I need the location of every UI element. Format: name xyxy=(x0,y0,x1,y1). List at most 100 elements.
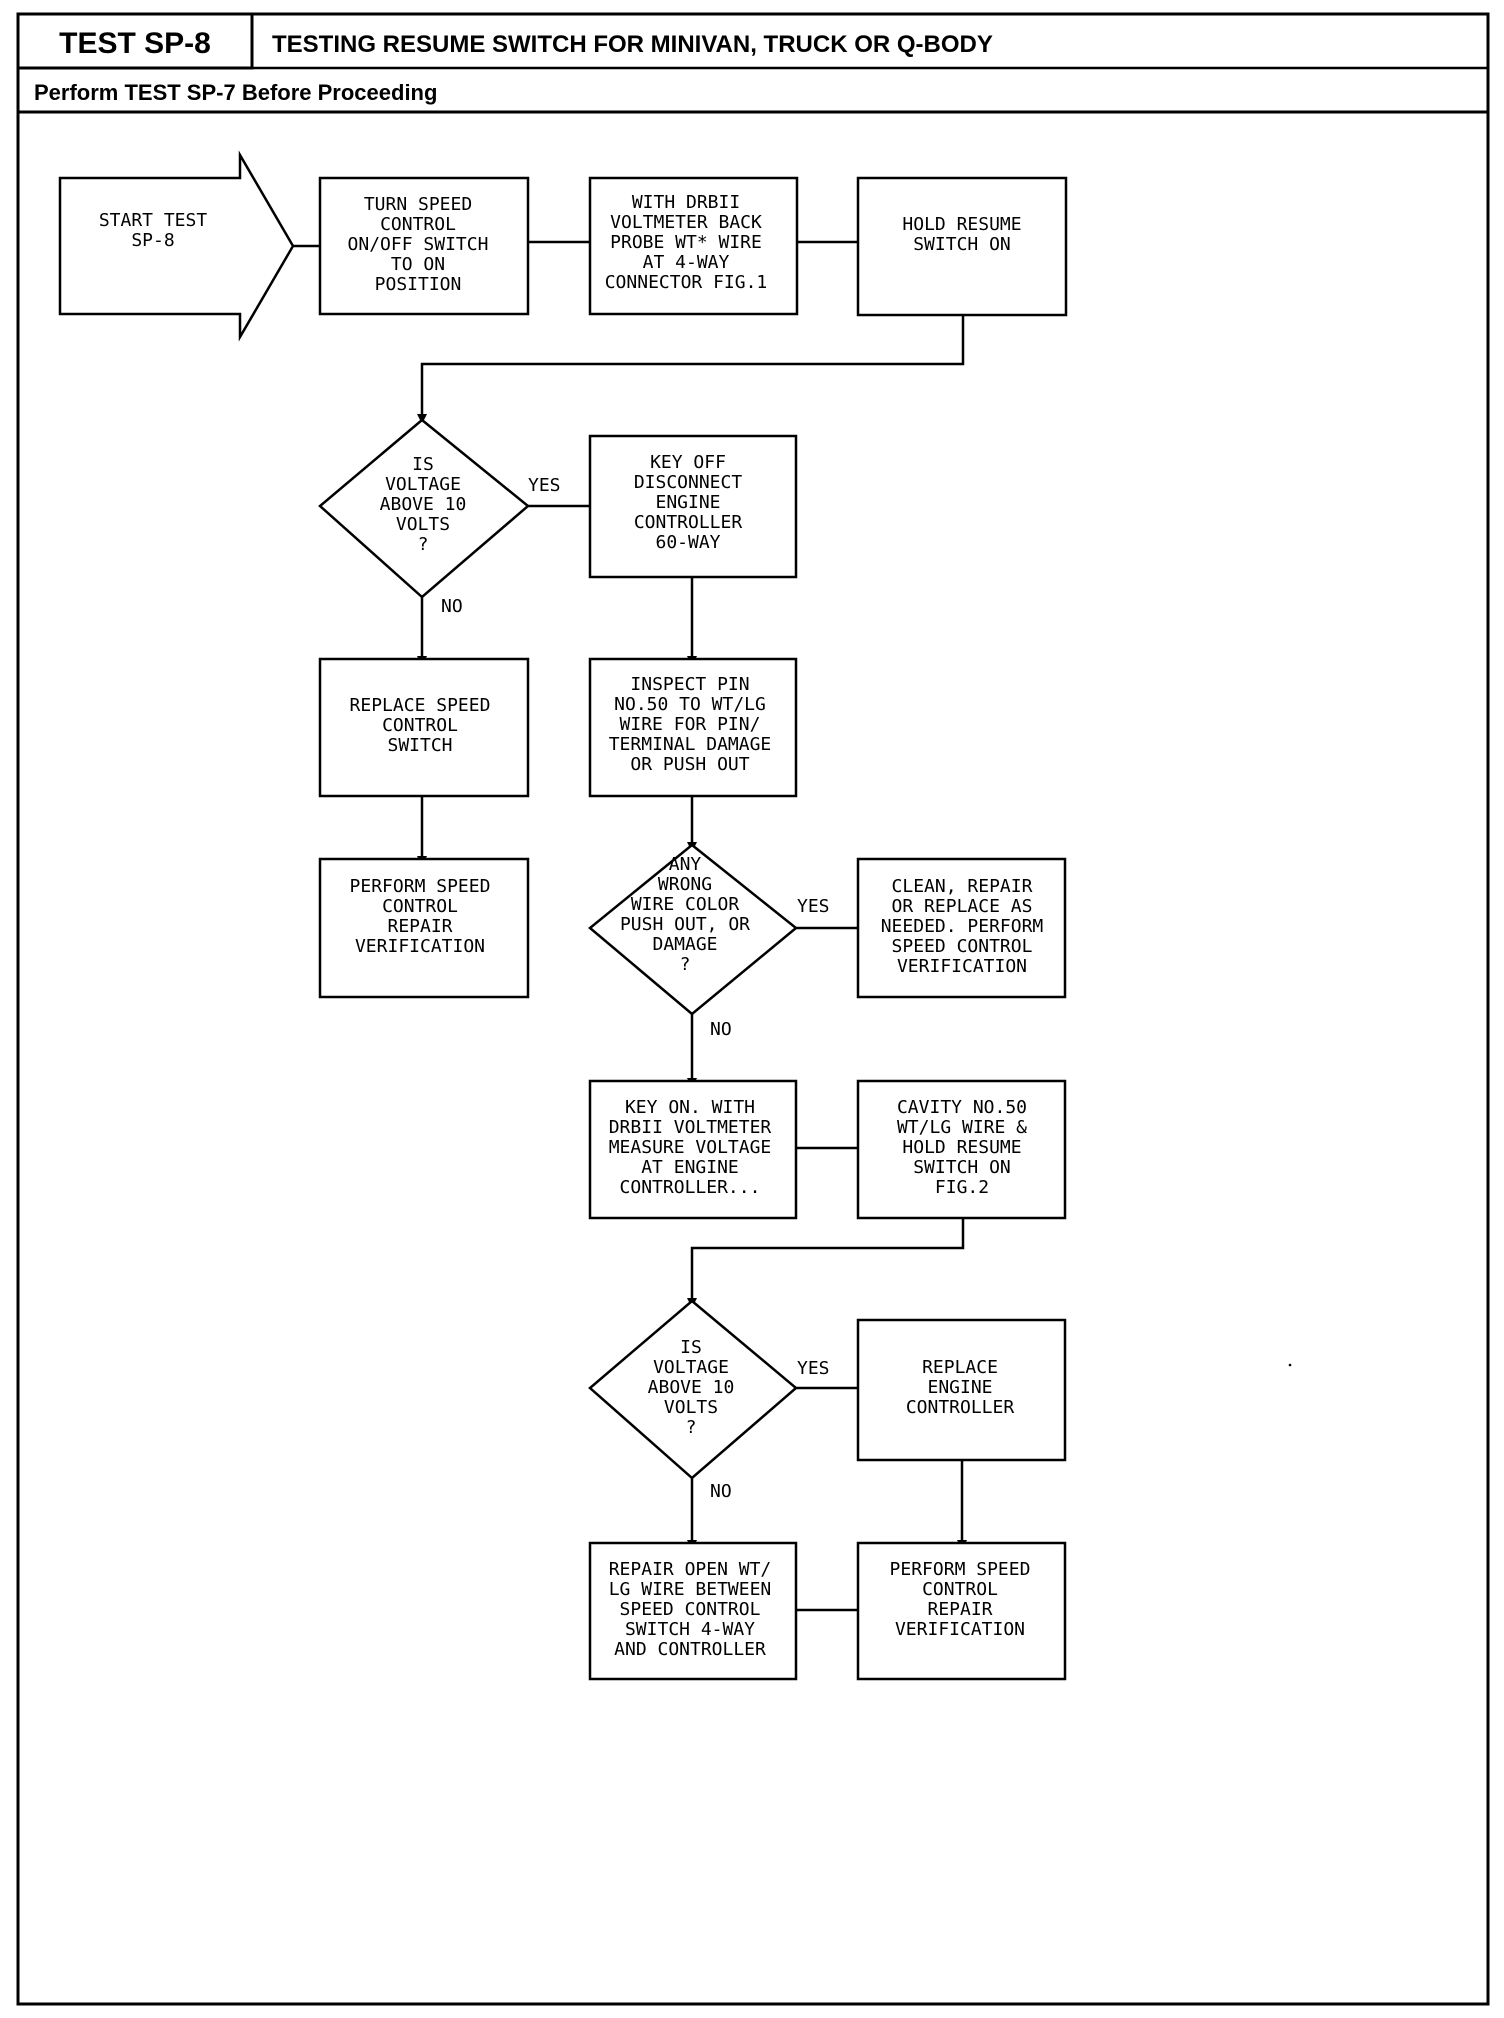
no-label-2: NO xyxy=(710,1019,732,1040)
label-line: ON/OFF SWITCH xyxy=(348,234,489,255)
label-line: INSPECT PIN xyxy=(630,674,749,695)
label-line: AT 4-WAY xyxy=(643,252,730,273)
stray-dot xyxy=(1288,1363,1292,1367)
label-line: IS xyxy=(412,454,434,475)
label-line: ENGINE xyxy=(655,492,720,513)
label-line: DISCONNECT xyxy=(634,472,743,493)
wire-decision-diamond xyxy=(588,843,798,1016)
hold-resume-box xyxy=(856,176,1068,317)
label-line: VERIFICATION xyxy=(355,936,485,957)
inspect-pin-box xyxy=(588,657,798,798)
label-line: WITH DRBII xyxy=(632,192,740,213)
label-line: SPEED CONTROL xyxy=(892,936,1033,957)
label-line: CONTROL xyxy=(380,214,456,235)
no-label-1: NO xyxy=(441,596,463,617)
label-line: PROBE WT* WIRE xyxy=(610,232,762,253)
label-line: VOLTS xyxy=(664,1397,718,1418)
label-line: NEEDED. PERFORM xyxy=(881,916,1044,937)
label-line: ABOVE 10 xyxy=(380,494,467,515)
label-line: WIRE COLOR xyxy=(631,894,740,915)
key-off-disconnect-box xyxy=(588,434,798,579)
turn-speed-control-box xyxy=(318,176,530,316)
label-line: DAMAGE xyxy=(652,934,717,955)
voltage-decision-2-diamond xyxy=(588,1299,798,1480)
label-line: SWITCH ON xyxy=(913,234,1011,255)
key-on-measure-box xyxy=(588,1079,798,1220)
replace-switch-box xyxy=(318,657,530,798)
label-line: CAVITY NO.50 xyxy=(897,1097,1027,1118)
yes-label-3: YES xyxy=(797,1358,830,1379)
label-line: POSITION xyxy=(375,274,462,295)
repair-open-wire-box xyxy=(588,1541,798,1681)
label-line: HOLD RESUME xyxy=(902,214,1021,235)
label-line: ? xyxy=(680,954,691,975)
label-line: CONTROL xyxy=(382,896,458,917)
label-line: NO.50 TO WT/LG xyxy=(614,694,766,715)
test-id: TEST SP-8 xyxy=(59,27,211,60)
label-line: AND CONTROLLER xyxy=(614,1639,766,1660)
label-line: OR REPLACE AS xyxy=(892,896,1033,917)
drbii-backprobe-box xyxy=(588,176,799,316)
label-line: VERIFICATION xyxy=(895,1619,1025,1640)
label-line: VOLTAGE xyxy=(653,1357,729,1378)
label-line: LG WIRE BETWEEN xyxy=(609,1579,772,1600)
label-line: CLEAN, REPAIR xyxy=(892,876,1033,897)
replace-controller-box xyxy=(856,1318,1067,1462)
label-line: KEY OFF xyxy=(650,452,726,473)
label-line: ? xyxy=(686,1417,697,1438)
clean-repair-box xyxy=(856,857,1067,999)
label-line: TERMINAL DAMAGE xyxy=(609,734,772,755)
label-line: REPLACE SPEED xyxy=(350,695,491,716)
connector-lines xyxy=(293,240,965,1612)
prerequisite-note: Perform TEST SP-7 Before Proceeding xyxy=(34,80,437,105)
label-line: ANY xyxy=(669,854,702,875)
label-line: REPLACE xyxy=(922,1357,998,1378)
label-line: PERFORM SPEED xyxy=(350,876,491,897)
label-line: CONTROLLER xyxy=(634,512,743,533)
label-line: ENGINE xyxy=(927,1377,992,1398)
label-line: CONNECTOR FIG.1 xyxy=(605,272,768,293)
label-line: VOLTS xyxy=(396,514,450,535)
label-line: CONTROLLER... xyxy=(620,1177,761,1198)
label-line: WRONG xyxy=(658,874,712,895)
no-label-3: NO xyxy=(710,1481,732,1502)
label-line: TO ON xyxy=(391,254,445,275)
label-line: VOLTMETER BACK xyxy=(610,212,762,233)
label-line: WT/LG WIRE & xyxy=(897,1117,1027,1138)
label-line: CONTROLLER xyxy=(906,1397,1015,1418)
label-line: DRBII VOLTMETER xyxy=(609,1117,772,1138)
label-line: SWITCH xyxy=(387,735,452,756)
label-line: VERIFICATION xyxy=(897,956,1027,977)
start-arrow xyxy=(58,150,295,342)
label-line: REPAIR xyxy=(927,1599,992,1620)
test-title: TESTING RESUME SWITCH FOR MINIVAN, TRUCK… xyxy=(272,31,993,58)
test-id-cell xyxy=(16,12,254,70)
label-line: FIG.2 xyxy=(935,1177,989,1198)
label-line: PERFORM SPEED xyxy=(890,1559,1031,1580)
perform-repair-1-box xyxy=(318,857,530,999)
label-line: ABOVE 10 xyxy=(648,1377,735,1398)
label-line: WIRE FOR PIN/ xyxy=(620,714,761,735)
label-line: HOLD RESUME xyxy=(902,1137,1021,1158)
label-line: REPAIR OPEN WT/ xyxy=(609,1559,772,1580)
label-line: 60-WAY xyxy=(655,532,720,553)
label-line: CONTROL xyxy=(382,715,458,736)
label-line: SWITCH ON xyxy=(913,1157,1011,1178)
perform-repair-2-box xyxy=(856,1541,1067,1681)
label-line: AT ENGINE xyxy=(641,1157,739,1178)
label-line: CONTROL xyxy=(922,1579,998,1600)
label-line: SPEED CONTROL xyxy=(620,1599,761,1620)
